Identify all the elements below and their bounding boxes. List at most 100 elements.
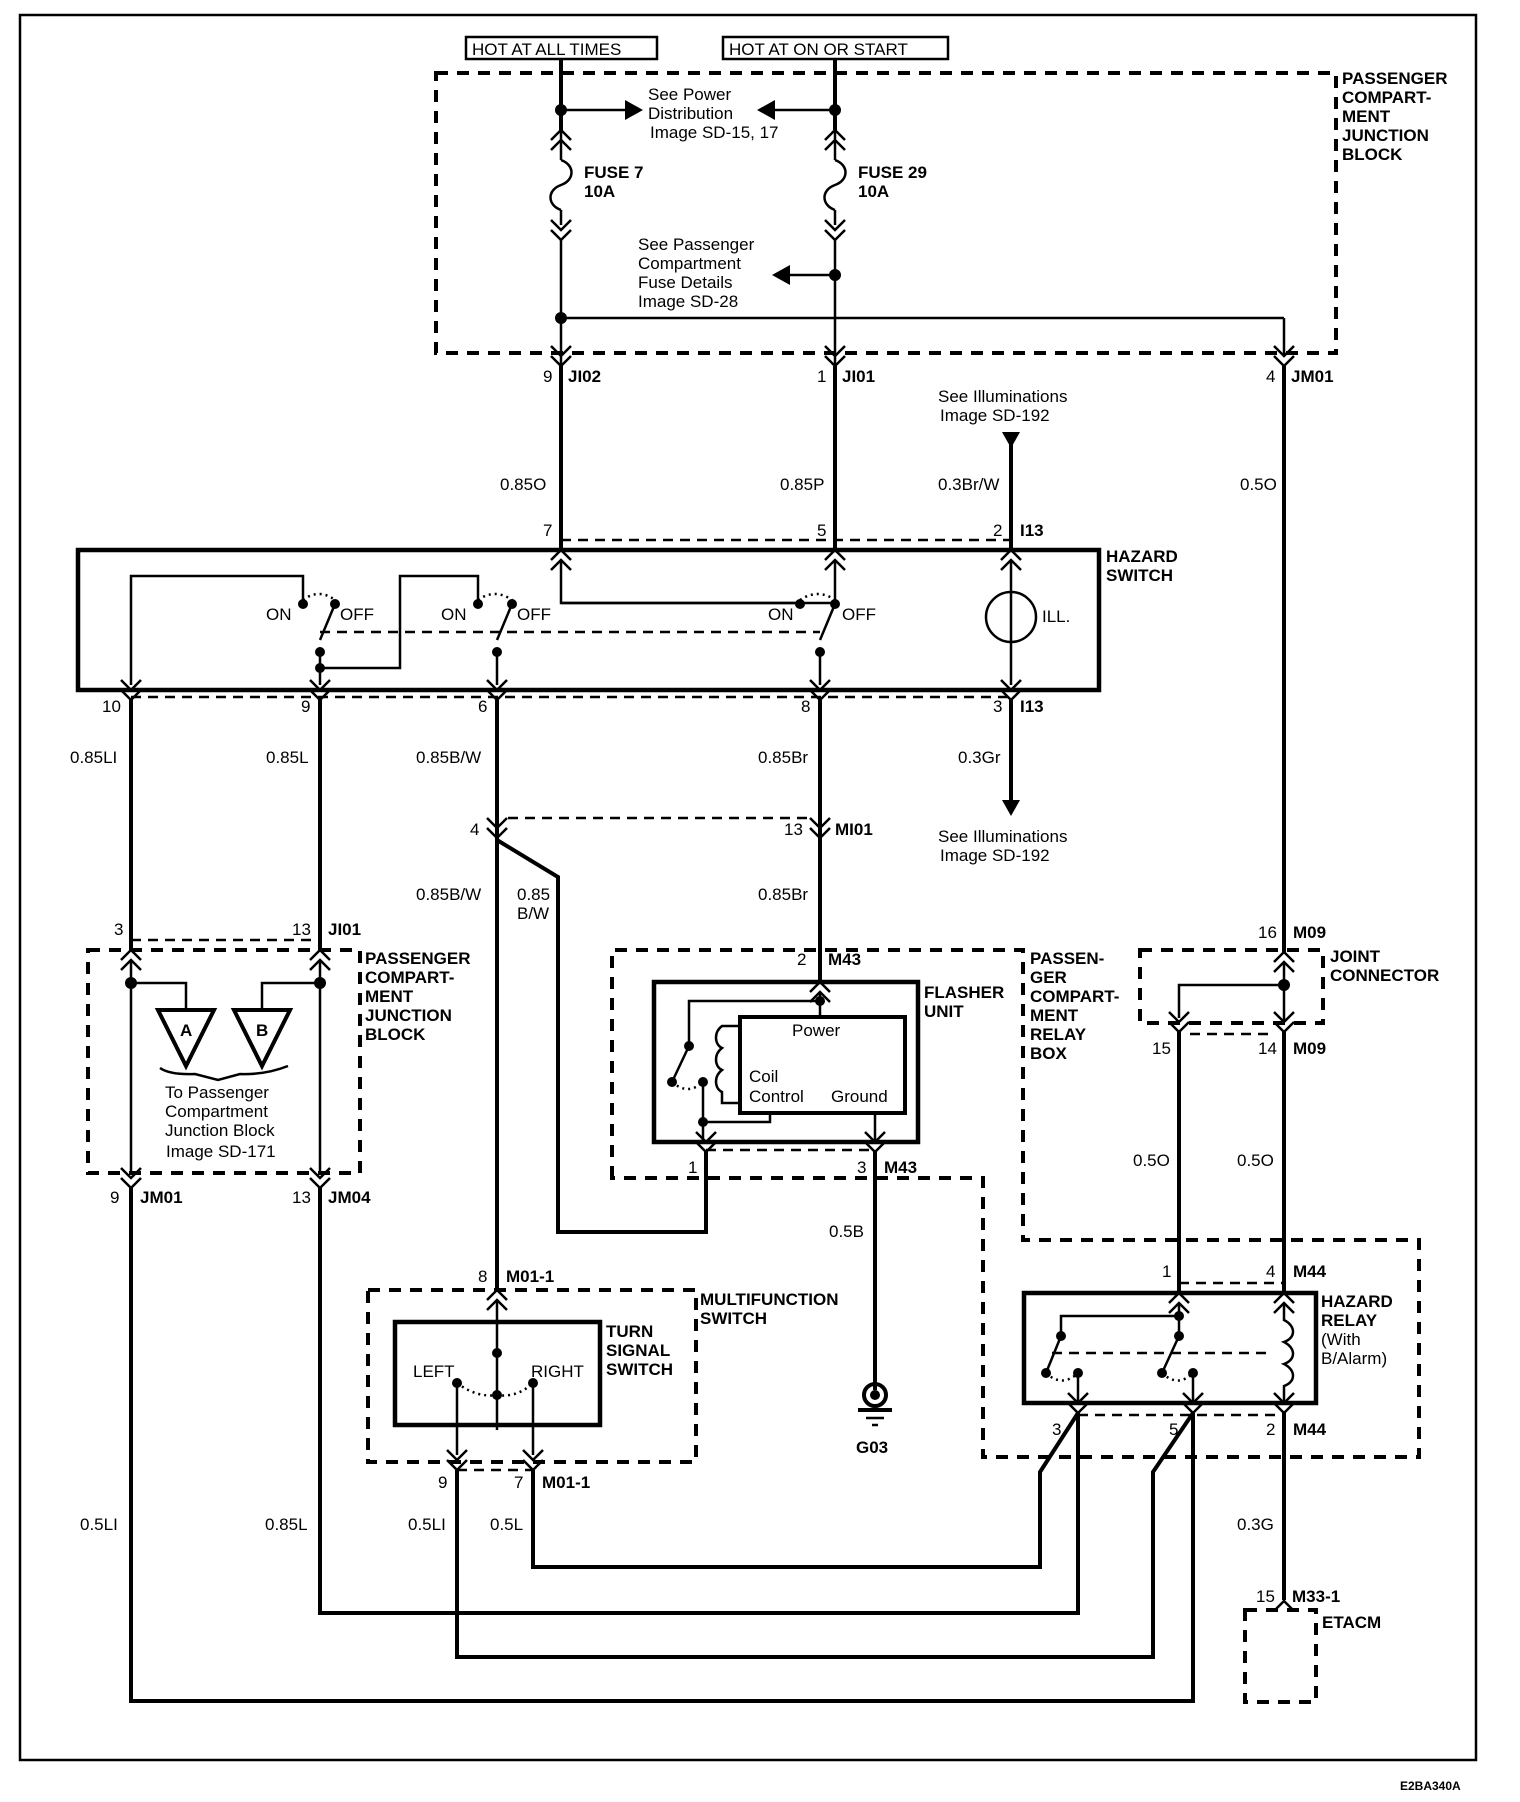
illumination-bulb-icon	[984, 590, 1038, 644]
diagram-label: 4	[1266, 1262, 1275, 1281]
relay-box-label: PASSEN- GER COMPART- MENT RELAY BOX	[1030, 949, 1119, 1063]
diagram-label: 13	[784, 820, 803, 839]
diagram-label: RELAY	[1030, 1025, 1087, 1044]
junction-block-lower-label: PASSENGER COMPART- MENT JUNCTION BLOCK	[365, 949, 471, 1044]
diagram-label: Distribution	[648, 104, 733, 123]
diagram-label: Image SD-192	[940, 846, 1050, 865]
diagram-label: B	[256, 1021, 268, 1040]
diagram-label: OFF	[842, 605, 876, 624]
diagram-label: 7	[514, 1473, 523, 1492]
hot-at-on-or-start-label: HOT AT ON OR START	[721, 35, 950, 61]
wire-segment	[799, 592, 836, 602]
arrow-left-icon	[757, 100, 775, 120]
diagram-label: Fuse Details	[638, 273, 732, 292]
diagram-label: LEFT	[413, 1362, 455, 1381]
diagram-label: 0.85L	[265, 1515, 308, 1534]
joint-connector	[1138, 948, 1325, 1025]
diagram-label: HOT AT ON OR START	[729, 40, 908, 59]
fuse29-circuit	[757, 59, 847, 370]
diagram-label: 5	[817, 521, 826, 540]
diagram-label: M09	[1293, 923, 1326, 942]
wire-segment	[318, 603, 337, 641]
diagram-label: 14	[1258, 1039, 1277, 1058]
diagram-label: 9	[110, 1188, 119, 1207]
junction-block-top-label: PASSENGER COMPART- MENT JUNCTION BLOCK	[1342, 69, 1448, 164]
diagram-label: 10A	[584, 182, 615, 201]
diagram-label: 0.3G	[1237, 1515, 1274, 1534]
diagram-label: Power	[792, 1021, 841, 1040]
diagram-label: 6	[478, 697, 487, 716]
wire-segment	[1273, 1599, 1295, 1612]
diagram-label: 1	[817, 367, 826, 386]
diagram-label: B/W	[517, 904, 549, 923]
diagram-label: PASSENGER	[365, 949, 471, 968]
diagram-label: Ground	[831, 1087, 888, 1106]
diagram-label: See Illuminations	[938, 827, 1067, 846]
diagram-label: 0.85B/W	[416, 748, 481, 767]
diagram-label: 3	[857, 1158, 866, 1177]
diagram-label: G03	[856, 1438, 888, 1457]
connector-mi01: MI01	[835, 820, 873, 839]
diagram-label: SWITCH	[1106, 566, 1173, 585]
illumination-in-ref: See Illuminations Image SD-192	[938, 387, 1067, 425]
diagram-label: 0.5LI	[408, 1515, 446, 1534]
junction-dot	[862, 1382, 888, 1408]
flasher-inner-module	[738, 1015, 907, 1115]
connector-ji02: JI02	[568, 367, 601, 386]
diagram-label: BOX	[1030, 1044, 1068, 1063]
diagram-label: 10A	[858, 182, 889, 201]
diagram-label: 0.85L	[266, 748, 309, 767]
diagram-label: See Illuminations	[938, 387, 1067, 406]
diagram-label: 9	[301, 697, 310, 716]
diagram-label: 3	[1052, 1420, 1061, 1439]
diagram-label: JI01	[328, 920, 361, 939]
diagram-label: M44	[1293, 1420, 1327, 1439]
junction-dot	[473, 599, 483, 609]
wire-segment	[703, 1113, 772, 1124]
flasher-unit	[651, 979, 921, 1145]
wire-segment	[559, 560, 835, 605]
diagram-label: 16	[1258, 923, 1277, 942]
diagram-label: 8	[801, 697, 810, 716]
diagram-label: MENT	[365, 987, 414, 1006]
diagram-label: BLOCK	[365, 1025, 426, 1044]
diagram-label: See Power	[648, 85, 731, 104]
wire-segment	[260, 981, 320, 1010]
diagram-label: 1	[688, 1158, 697, 1177]
diagram-label: 3	[993, 697, 1002, 716]
see-fuse-details-ref: See Passenger Compartment Fuse Details I…	[638, 235, 755, 311]
joint-connector-label: JOINT CONNECTOR	[1330, 947, 1439, 985]
diagram-label: 0.5O	[1240, 475, 1277, 494]
diagram-label: 0.5B	[829, 1222, 864, 1241]
etacm-module	[1243, 1608, 1318, 1704]
diagram-label: M43	[828, 950, 861, 969]
relay-coil-icon	[714, 1024, 740, 1105]
wire-0.5LI-outer	[129, 1188, 1195, 1703]
diagram-label: ON	[266, 605, 292, 624]
diagram-label: RIGHT	[531, 1362, 584, 1381]
connector-a-icon	[154, 1008, 218, 1071]
diagram-label: Control	[749, 1087, 804, 1106]
diagram-label: FLASHER	[924, 983, 1004, 1002]
wire-segment	[159, 1064, 289, 1082]
diagram-label: BLOCK	[1342, 145, 1403, 164]
junction-dot	[298, 599, 308, 609]
diagram-label: 2	[1266, 1420, 1275, 1439]
wire-segment	[129, 574, 305, 685]
diagram-label: M33-1	[1292, 1587, 1340, 1606]
connector-ji01: JI01	[842, 367, 875, 386]
turn-signal-switch	[392, 1319, 603, 1428]
diagram-label: 0.85B/W	[416, 885, 481, 904]
wire-segment	[1160, 1335, 1181, 1374]
diagram-label: UNIT	[924, 1002, 964, 1021]
diagram-label: 0.5L	[490, 1515, 523, 1534]
diagram-label: JOINT	[1330, 947, 1381, 966]
diagram-label: I13	[1020, 521, 1044, 540]
wire-segment	[670, 1045, 691, 1083]
to-junction-block-note: To Passenger Compartment Junction Block …	[165, 1083, 276, 1161]
wire-segment	[302, 592, 336, 602]
diagram-label: RELAY	[1321, 1311, 1378, 1330]
wire-segment	[320, 574, 480, 670]
diagram-label: OFF	[340, 605, 374, 624]
diagram-label: M01-1	[542, 1473, 590, 1492]
